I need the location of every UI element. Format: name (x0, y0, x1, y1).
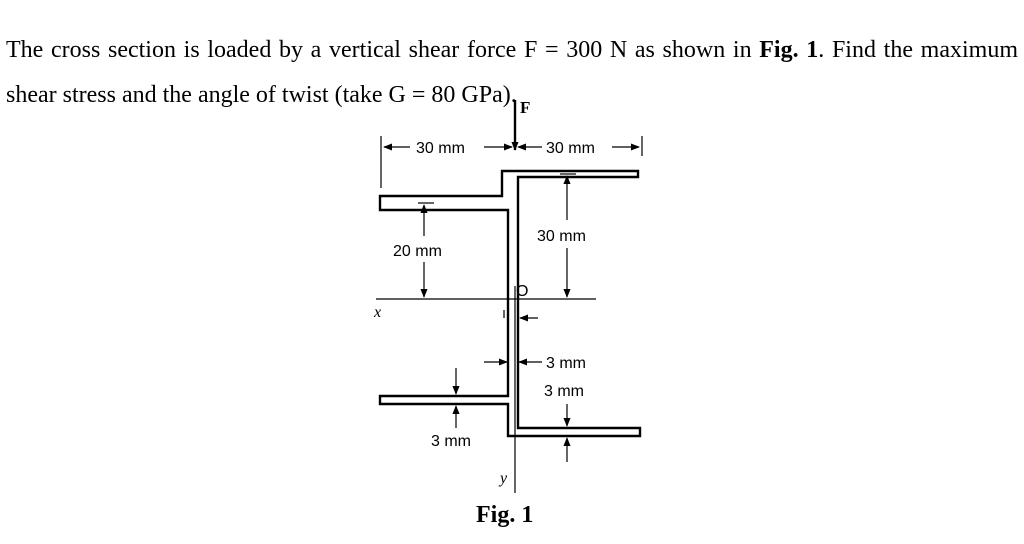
x-axis-label: x (373, 304, 381, 321)
dim-right-height: 30 mm (537, 228, 586, 245)
dim-left-flange-thickness: 3 mm (431, 433, 471, 450)
figure-caption: Fig. 1 (476, 502, 534, 528)
problem-text-1: The cross section is loaded by a vertica… (6, 37, 760, 63)
problem-statement: The cross section is loaded by a vertica… (6, 28, 1018, 118)
dim-left-height: 20 mm (393, 243, 442, 260)
dim-right-flange-thickness: 3 mm (544, 383, 584, 400)
dim-web-thickness: 3 mm (546, 355, 586, 372)
origin-label: O (516, 283, 528, 300)
figure-reference: Fig. 1 (759, 37, 819, 63)
dim-top-right: 30 mm (546, 140, 595, 157)
y-axis-label: y (498, 470, 508, 487)
problem-text-2: . Find the maximum shear stress and the … (6, 37, 1018, 108)
section-outline (378, 169, 642, 438)
dim-top-left: 30 mm (416, 140, 465, 157)
force-label: F (520, 98, 530, 117)
